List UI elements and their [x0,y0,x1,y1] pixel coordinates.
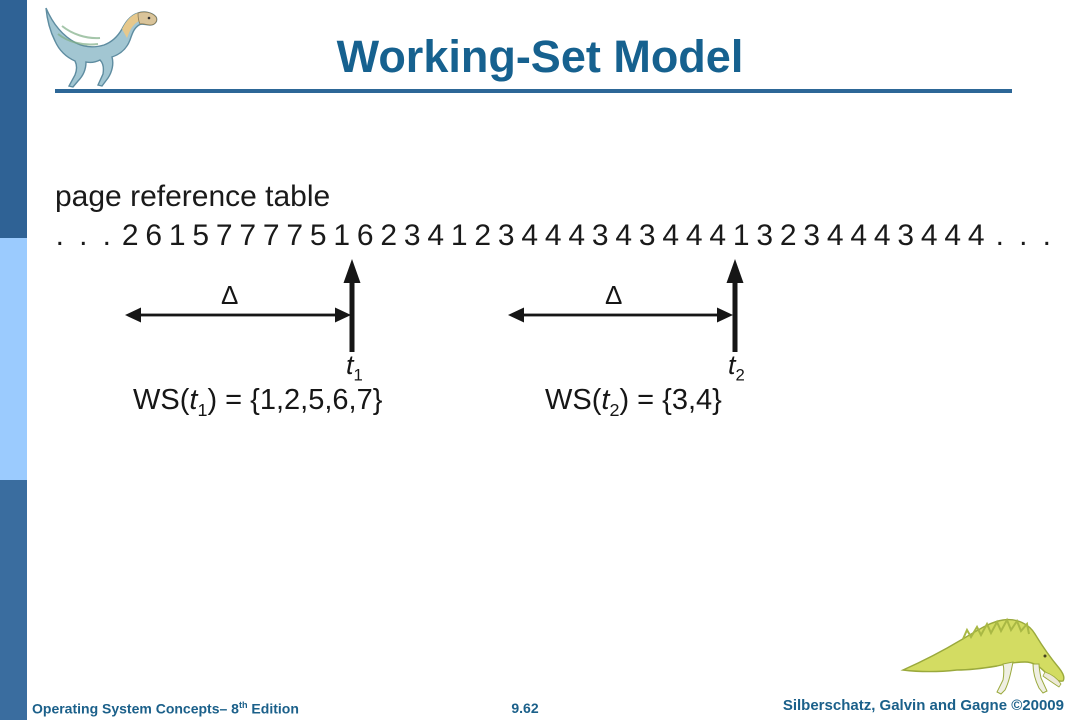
t2-marker-shaft [732,280,738,352]
sequence-token: . [55,219,64,252]
delta-label-2: Δ [605,280,623,310]
page-title: Working-Set Model [336,31,744,82]
sequence-token: 4 [544,219,562,252]
sequence-token: . [1042,219,1051,252]
slide-page-number: 9.62 [511,700,539,716]
working-set-window-2-arrows [508,259,744,352]
ws1-variable: t [189,384,198,416]
delta-label-1: Δ [221,280,239,310]
t2-variable: t [728,350,736,380]
sequence-token: . [102,219,111,252]
sequence-token: 4 [826,219,844,252]
t2-up-arrowhead-icon [726,259,744,283]
t1-subscript: 1 [353,365,363,385]
sequence-token: 3 [803,219,821,252]
sequence-token: 4 [685,219,703,252]
ws1-set: {1,2,5,6,7} [250,384,383,416]
footer-book-title: Operating System Concepts– 8th Edition [32,700,299,717]
sequence-token: 4 [427,219,445,252]
sequence-token: 6 [145,219,163,252]
sequence-token: 5 [309,219,327,252]
sequence-token: 3 [591,219,609,252]
sequence-token: 3 [897,219,915,252]
sequence-token: 2 [779,219,797,252]
delta-interval-line [138,313,340,317]
sequence-token: 4 [709,219,727,252]
sequence-token: 4 [521,219,539,252]
sequence-token: 7 [239,219,257,252]
sequence-token: 2 [380,219,398,252]
sequence-token: 4 [944,219,962,252]
ws2-equals: ) = [619,384,663,416]
sequence-token: 3 [638,219,656,252]
sidebar-bottom-segment [0,480,27,720]
sequence-token: 4 [850,219,868,252]
title-underline [55,89,1012,93]
t2-subscript: 2 [735,365,745,385]
sequence-token: 6 [356,219,374,252]
ws2-function: WS( [545,384,602,416]
sequence-token: 4 [568,219,586,252]
sequence-token: 3 [497,219,515,252]
sequence-token: 7 [286,219,304,252]
sequence-token: . [1019,219,1028,252]
working-set-equation-2: WS(t2) = {3,4} [545,384,722,421]
t2-label: t2 [728,350,745,385]
footer-edition-rest: Edition [247,700,299,717]
footer-authors: Silberschatz, Galvin and Gagne ©20009 [782,697,1064,714]
sequence-token: 2 [474,219,492,252]
ws2-variable: t [601,384,610,416]
sequence-token: 4 [967,219,985,252]
ws1-subscript: 1 [197,399,208,420]
footer-book-prefix: Operating System Concepts– 8 [32,700,239,717]
right-arrowhead-icon [335,307,351,323]
sequence-token: 5 [192,219,210,252]
sequence-token: 3 [756,219,774,252]
left-arrowhead-icon [125,307,141,323]
sequence-token: 1 [732,219,750,252]
sequence-token: 1 [450,219,468,252]
sequence-token: 4 [615,219,633,252]
sidebar-top-segment [0,0,27,238]
sequence-token: 4 [920,219,938,252]
sequence-token: 7 [215,219,233,252]
ws1-function: WS( [133,384,190,416]
right-arrowhead-icon [717,307,733,323]
footer-edition-superscript: th [238,700,248,710]
sequence-token: 3 [403,219,421,252]
sequence-token: . [995,219,1004,252]
sequence-token: 4 [873,219,891,252]
ws1-equals: ) = [207,384,251,416]
dinosaur-logo-icon [45,7,158,88]
sequence-token: . [79,219,88,252]
sequence-token: 2 [121,219,139,252]
figure-caption: page reference table [55,180,331,213]
working-set-window-1-arrows [125,259,361,352]
t1-variable: t [346,350,354,380]
sidebar-middle-segment [0,238,27,480]
t1-label: t1 [346,350,363,385]
ws2-set: {3,4} [662,384,722,416]
delta-interval-line [522,313,719,317]
working-set-equation-1: WS(t1) = {1,2,5,6,7} [133,384,382,421]
sequence-token: 4 [662,219,680,252]
left-arrowhead-icon [508,307,524,323]
sequence-token: 7 [262,219,280,252]
sequence-token: 1 [168,219,186,252]
sequence-token: 1 [333,219,351,252]
ws2-subscript: 2 [609,399,620,420]
sidebar-color-bar [0,0,27,720]
t1-up-arrowhead-icon [343,259,361,283]
t1-marker-shaft [349,280,355,352]
dinosaur-footer-icon [900,617,1065,695]
